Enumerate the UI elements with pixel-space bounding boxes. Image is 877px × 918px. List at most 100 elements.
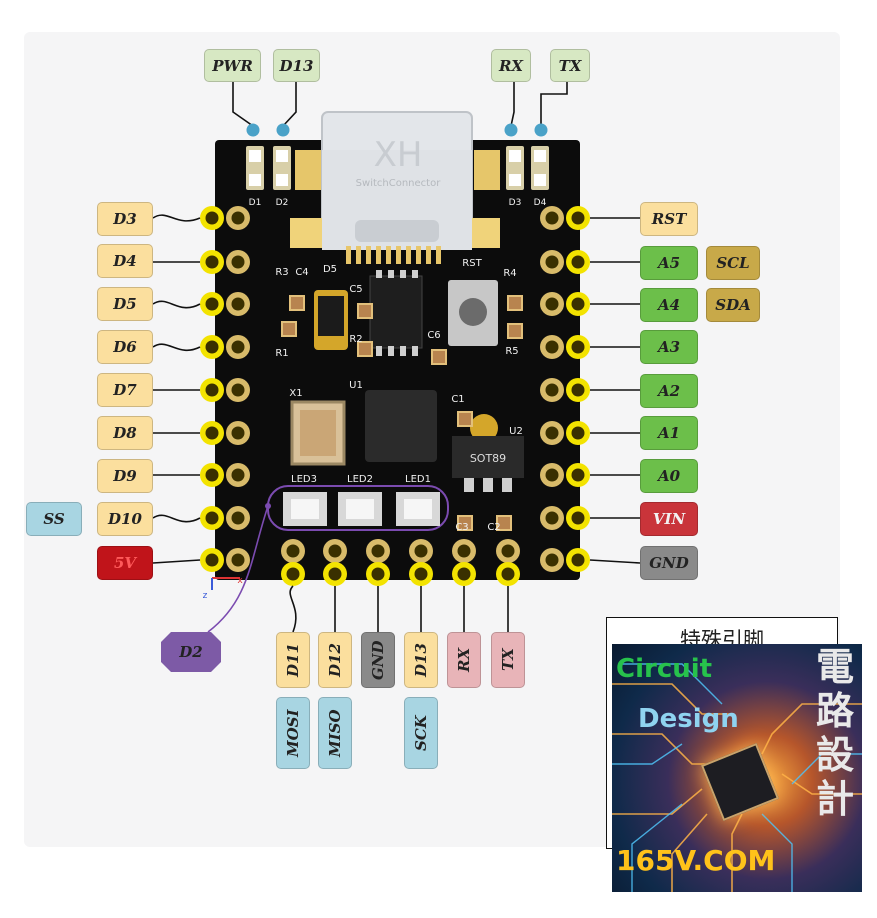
leader-tx-top [540, 82, 568, 126]
i2c-label-scl: SCL [706, 246, 760, 280]
brand-cn-2: 路 [815, 689, 854, 733]
status-led-lens [509, 150, 521, 162]
usb-left-lug [295, 150, 321, 190]
ic-u1 [365, 390, 437, 462]
ss-label: SS [26, 502, 82, 536]
status-led-lens [249, 150, 261, 162]
left-label-d8: D8 [97, 416, 153, 450]
passive-component [357, 341, 373, 357]
right-label-a5: A5 [640, 246, 698, 280]
left-label-d5: D5 [97, 287, 153, 321]
brand-circuit: Circuit [616, 654, 713, 684]
usb-pin [396, 246, 401, 264]
usb-pin [356, 246, 361, 264]
pin-hole [571, 426, 585, 440]
component-designator: R2 [349, 334, 362, 345]
left-label-5v: 5V [97, 546, 153, 580]
passive-component [357, 303, 373, 319]
left-label-d7: D7 [97, 373, 153, 407]
pin-hole [328, 544, 342, 558]
pin-hole [205, 340, 219, 354]
top-label-tx: TX [550, 49, 590, 82]
right-label-a2: A2 [640, 374, 698, 408]
component-designator: C4 [295, 267, 308, 278]
left-label-d6: D6 [97, 330, 153, 364]
top-label-d13: D13 [273, 49, 320, 82]
spi-label-miso: MISO [318, 697, 352, 769]
pin-hole [414, 567, 428, 581]
pin-hole [545, 426, 559, 440]
passive-component [281, 321, 297, 337]
right-label-a4: A4 [640, 288, 698, 322]
component-designator: U1 [349, 380, 363, 391]
usb-connector-text: SwitchConnector [356, 178, 442, 189]
component-designator: LED3 [291, 474, 317, 485]
component-designator: C2 [487, 522, 500, 533]
pin-hole [571, 297, 585, 311]
status-led-lens [276, 174, 288, 186]
pin-hole [571, 340, 585, 354]
right-label-rst: RST [640, 202, 698, 236]
bottom-label-d12: D12 [318, 632, 352, 688]
pin-hole [545, 553, 559, 567]
indicator-dot [276, 123, 290, 137]
leader-d2 [207, 505, 269, 633]
pin-hole [371, 567, 385, 581]
pin-hole [231, 340, 245, 354]
status-led-label: D2 [276, 198, 289, 208]
usb-pin [406, 246, 411, 264]
leader-d6 [152, 343, 201, 352]
component-designator: U2 [509, 426, 523, 437]
usb-brand-mark: XH [374, 135, 423, 175]
component-designator: C1 [451, 394, 464, 405]
pin-hole [571, 511, 585, 525]
ic-mcu-small [369, 275, 423, 349]
bottom-label-gnd: GND [361, 632, 395, 688]
ic-pin [376, 270, 382, 278]
pin-hole [231, 211, 245, 225]
status-led-lens [276, 150, 288, 162]
pin-hole [205, 383, 219, 397]
pin-hole [457, 544, 471, 558]
indicator-dot [534, 123, 548, 137]
brand-cn-3: 設 [815, 733, 854, 777]
brand-cn-4: 計 [815, 777, 854, 821]
diode-d5-body [318, 296, 344, 336]
brand-design: Design [638, 704, 739, 734]
usb-pin [426, 246, 431, 264]
component-designator: X1 [289, 388, 302, 399]
pin-hole [231, 468, 245, 482]
status-led-label: D1 [249, 198, 262, 208]
axis-x-label: x [237, 576, 243, 586]
passive-component [457, 411, 473, 427]
usb-port-slot [355, 220, 439, 242]
pin-hole [571, 211, 585, 225]
pin-hole [286, 567, 300, 581]
component-designator: R1 [275, 348, 288, 359]
top-label-pwr: PWR [204, 49, 261, 82]
indicator-dot [246, 123, 260, 137]
pin-hole [205, 426, 219, 440]
usb-pin [376, 246, 381, 264]
pin-hole [545, 468, 559, 482]
regulator-label: SOT89 [470, 452, 506, 465]
component-designator: LED1 [405, 474, 431, 485]
regulator-pin [502, 478, 512, 492]
ic-pin [412, 270, 418, 278]
pin-hole [205, 211, 219, 225]
component-designator: D5 [323, 264, 337, 275]
pin-hole [371, 544, 385, 558]
regulator-tab [470, 414, 498, 442]
component-designator: C6 [427, 330, 440, 341]
pin-hole [545, 511, 559, 525]
pin-hole [545, 255, 559, 269]
pin-hole [205, 511, 219, 525]
spi-label-mosi: MOSI [276, 697, 310, 769]
pin-hole [501, 567, 515, 581]
pin-hole [571, 553, 585, 567]
usb-pin [416, 246, 421, 264]
status-led-label: D4 [534, 198, 547, 208]
bottom-label-d11: D11 [276, 632, 310, 688]
leader-d3 [152, 214, 201, 222]
